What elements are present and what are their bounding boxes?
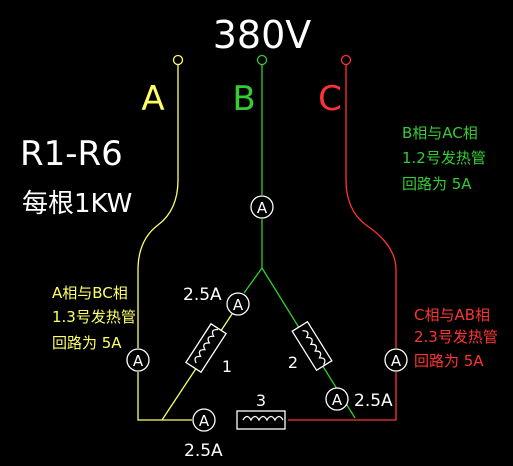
note-c-line-2: 2.3号发热管: [414, 328, 498, 346]
current-label-branch-1: 2.5A: [183, 285, 222, 305]
ammeter-phase-c-symbol: A: [391, 352, 402, 370]
heater-range-label: R1-R6: [20, 134, 123, 174]
note-phase-a: A相与BC相 1.3号发热管 回路为 5A: [52, 284, 136, 352]
ammeter-phase-b: A: [250, 195, 274, 219]
phase-c-terminal: [340, 54, 352, 66]
note-b-line-3: 回路为 5A: [402, 175, 472, 193]
note-b-line-2: 1.2号发热管: [402, 149, 486, 167]
heater-1-label: 1: [222, 357, 232, 376]
ammeter-phase-b-symbol: A: [257, 199, 268, 217]
phase-c-label: C: [318, 79, 342, 119]
phase-b-terminal: [256, 54, 268, 66]
note-b-line-1: B相与AC相: [402, 124, 478, 142]
voltage-title: 380V: [213, 13, 312, 57]
phase-b-label: B: [232, 79, 255, 119]
ammeter-branch-1-symbol: A: [233, 296, 244, 314]
ammeter-phase-c: A: [384, 348, 408, 372]
ammeter-branch-3: A: [192, 408, 216, 432]
ammeter-branch-2: A: [325, 387, 349, 411]
note-phase-c: C相与AB相 2.3号发热管 回路为 5A: [414, 306, 498, 370]
phase-a-terminal: [172, 54, 184, 66]
heater-3: [236, 410, 286, 430]
heater-2-label: 2: [288, 353, 298, 372]
heater-power-label: 每根1KW: [22, 189, 132, 219]
note-a-line-1: A相与BC相: [52, 284, 128, 302]
note-a-line-3: 回路为 5A: [52, 334, 122, 352]
phase-c-wire: [288, 64, 397, 421]
heater-3-label: 3: [256, 391, 266, 410]
ammeter-branch-3-symbol: A: [199, 412, 210, 430]
ammeter-phase-a-symbol: A: [133, 352, 144, 370]
current-label-bottom: 2.5A: [184, 441, 223, 461]
heater-2: [291, 320, 333, 372]
note-c-line-1: C相与AB相: [414, 306, 490, 324]
current-label-branch-2: 2.5A: [354, 391, 393, 411]
note-c-line-3: 回路为 5A: [414, 352, 484, 370]
note-a-line-2: 1.3号发热管: [52, 308, 136, 326]
ammeter-branch-1: A: [226, 292, 250, 316]
heater-1: [185, 322, 227, 374]
ammeter-phase-a: A: [126, 348, 150, 372]
phase-a-label: A: [141, 79, 164, 119]
note-phase-b: B相与AC相 1.2号发热管 回路为 5A: [402, 124, 486, 193]
ammeter-branch-2-symbol: A: [332, 391, 343, 409]
